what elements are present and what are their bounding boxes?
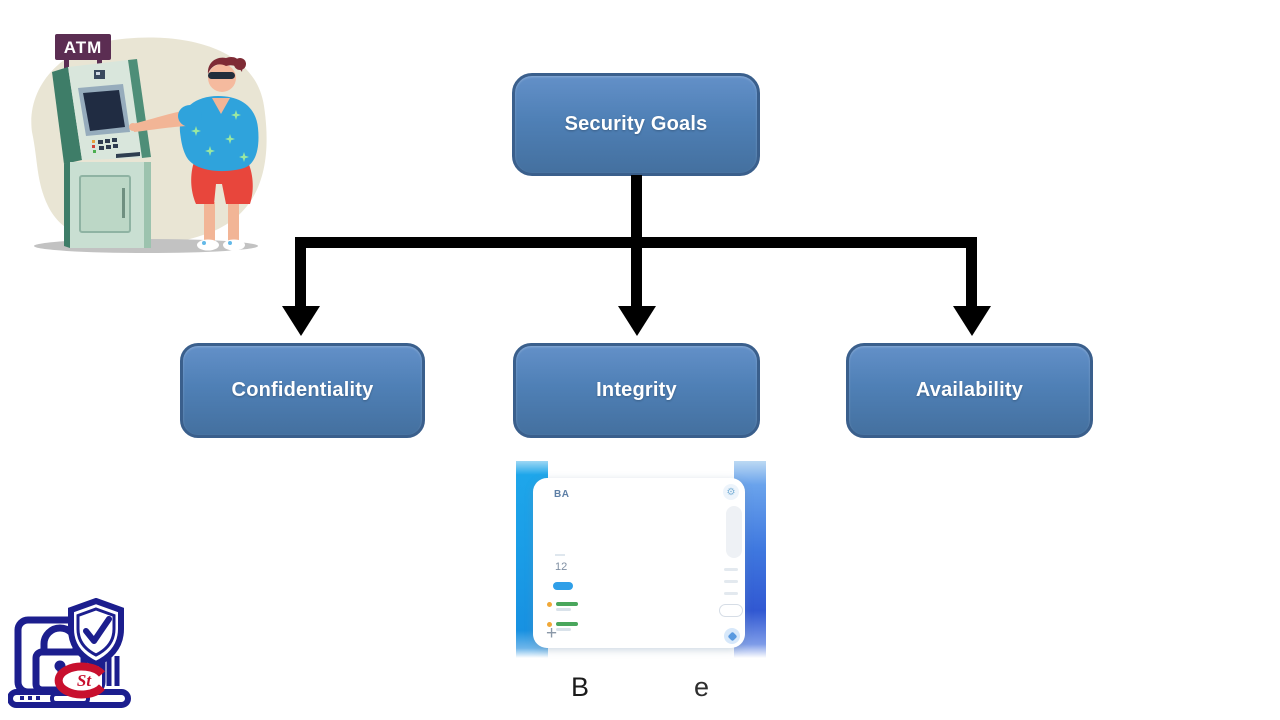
- app-line: [724, 592, 738, 595]
- laptop-base-dots: [20, 696, 40, 700]
- settings-gear-icon: ⚙: [723, 484, 739, 500]
- cybersecurity-logo: St: [8, 598, 131, 708]
- arrowhead-center-icon: [618, 306, 656, 336]
- transaction-subtext-bar: [556, 608, 571, 611]
- node-label: Integrity: [596, 379, 677, 401]
- person-at-atm: [129, 56, 259, 251]
- banking-app-card: BA 12 + ⚙: [533, 478, 745, 648]
- atm-keypad: [92, 138, 118, 153]
- app-line: [724, 568, 738, 571]
- sunglasses: [208, 72, 235, 79]
- atm-sign: [55, 34, 111, 60]
- atm-card-slot: [116, 152, 140, 158]
- atm-door: [79, 175, 131, 233]
- node-label: Confidentiality: [231, 379, 374, 401]
- atm-machine: ATM: [52, 34, 151, 248]
- caption-last-letter: e: [694, 672, 710, 702]
- app-mini-dash: [555, 554, 565, 556]
- gear-glyph: ⚙: [726, 486, 736, 498]
- app-line: [724, 580, 738, 583]
- scsu-red-logo: St: [54, 662, 106, 699]
- app-add-button: +: [546, 623, 558, 644]
- palm-print-pattern: [191, 110, 249, 162]
- app-amount-text: 12: [555, 561, 568, 573]
- diagram-node-integrity: Integrity: [513, 343, 760, 438]
- transaction-text-bar: [556, 602, 578, 606]
- atm-illustration: ATM: [31, 34, 267, 253]
- transaction-text-bar: [556, 622, 578, 626]
- phone-app-screenshot: BA 12 + ⚙: [516, 461, 766, 658]
- node-label: Availability: [915, 379, 1024, 401]
- diagram-node-security-goals: Security Goals: [512, 73, 760, 176]
- shield-badge-icon: [724, 628, 740, 644]
- logo-monogram: St: [77, 671, 92, 690]
- app-header-text: BA: [554, 489, 570, 500]
- diagram-node-confidentiality: Confidentiality: [180, 343, 425, 438]
- atm-sign-label: ATM: [64, 38, 103, 57]
- transaction-dot: [547, 622, 552, 627]
- node-label: Security Goals: [564, 113, 708, 135]
- arrowhead-right-icon: [953, 306, 991, 336]
- diagram-node-availability: Availability: [846, 343, 1093, 438]
- app-pill-button: [719, 604, 743, 617]
- shield-check-icon: [68, 598, 124, 668]
- transaction-dot: [547, 602, 552, 607]
- connector-crossbar: [295, 237, 977, 248]
- caption-first-letter: B: [571, 672, 590, 702]
- atm-screen: [83, 90, 125, 131]
- connector-trunk: [631, 175, 642, 239]
- connector-drop-left: [295, 244, 306, 308]
- arrowhead-left-icon: [282, 306, 320, 336]
- transaction-subtext-bar: [556, 628, 571, 631]
- connector-drop-center: [631, 244, 642, 308]
- app-toggle-pill: [553, 582, 573, 590]
- app-gray-panel: [726, 506, 742, 558]
- connector-drop-right: [966, 244, 977, 308]
